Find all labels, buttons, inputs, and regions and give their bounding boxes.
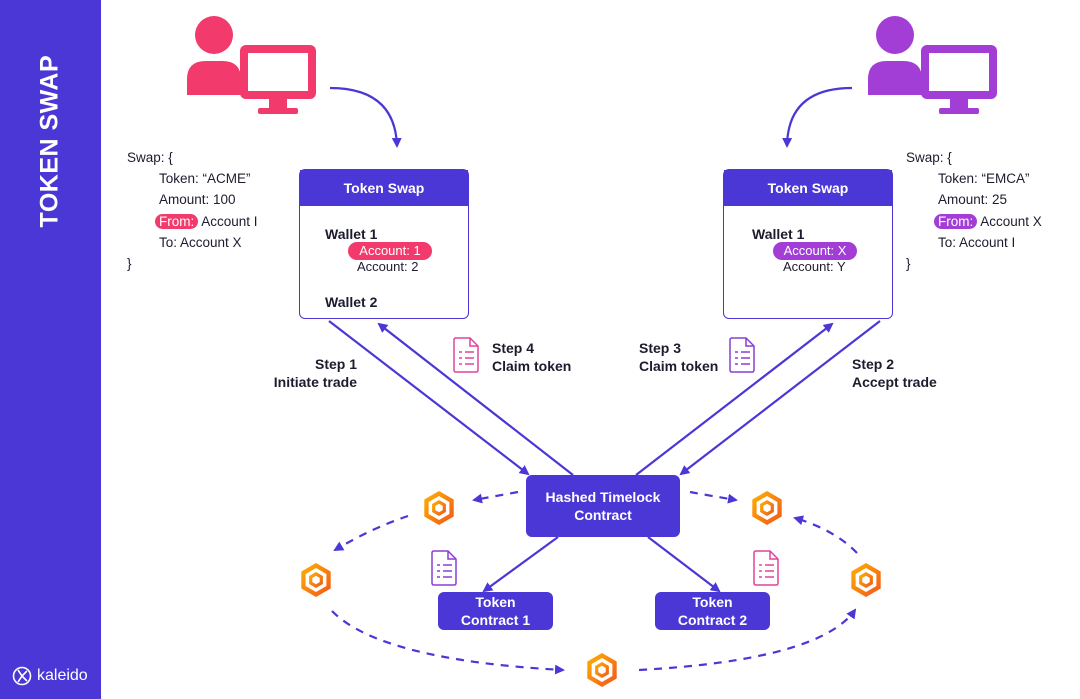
step3-arrow [635, 322, 834, 476]
from-value: Account I [198, 213, 258, 229]
account-option[interactable]: Account: 2 [357, 259, 419, 274]
user-computer-icon-purple [868, 16, 997, 114]
wallet-card-title: Token Swap [724, 170, 892, 206]
token-swap-wallet-left: Token Swap Wallet 1 Account: 1 Account: … [299, 169, 469, 319]
blockchain-node-icon [301, 563, 331, 597]
account-selected[interactable]: Account: 1 [348, 242, 432, 260]
token-contract-1: Token Contract 1 [438, 592, 553, 630]
htlc-to-contract1-arrow [482, 536, 559, 593]
document-icon [753, 550, 779, 586]
document-icon [431, 550, 457, 586]
user-computer-icon-pink [187, 16, 316, 114]
blockchain-node-icon [851, 563, 881, 597]
step-text: Initiate trade [273, 374, 357, 390]
swap-amount: Amount: 25 [938, 192, 1008, 208]
network-ring [331, 490, 858, 675]
swap-from: From: Account X [906, 211, 1042, 232]
token-contract-line1: Token [692, 594, 733, 610]
left-swap-code: Swap: { Token: “ACME” Amount: 100 From: … [127, 147, 258, 274]
step-number: Step 2 [852, 356, 895, 372]
swap-token: Token: “ACME” [159, 171, 251, 187]
step4-label: Step 4 Claim token [492, 339, 571, 375]
from-highlight: From: [934, 213, 978, 229]
step-number: Step 3 [639, 340, 682, 356]
step1-arrow [328, 320, 530, 476]
blockchain-node-icon [424, 491, 454, 525]
swap-open: Swap: { [127, 150, 173, 165]
document-icon [453, 337, 479, 373]
kaleido-logo-text: kaleido [37, 667, 88, 684]
step-number: Step 4 [492, 340, 535, 356]
kaleido-logo-icon [12, 666, 32, 686]
hashed-timelock-contract: Hashed Timelock Contract [526, 475, 680, 537]
from-highlight: From: [155, 213, 199, 229]
wallet-1-label: Wallet 1 [752, 226, 805, 242]
step2-arrow [679, 320, 881, 476]
user-to-wallet-arrow-right [782, 86, 853, 148]
htlc-line1: Hashed Timelock [545, 489, 661, 505]
swap-close: } [127, 256, 132, 272]
step-text: Accept trade [852, 374, 937, 390]
blockchain-node-icon [752, 491, 782, 525]
from-value: Account X [977, 213, 1042, 229]
htlc-line2: Contract [574, 507, 632, 523]
wallet-card-title: Token Swap [300, 170, 468, 206]
swap-close: } [906, 256, 911, 272]
step4-arrow [377, 322, 574, 476]
swap-from: From: Account I [127, 211, 258, 232]
token-contract-line2: Contract 2 [677, 612, 748, 628]
step-text: Claim token [492, 358, 572, 374]
blockchain-node-icon [587, 653, 617, 687]
step2-label: Step 2 Accept trade [852, 355, 937, 391]
swap-token: Token: “EMCA” [938, 171, 1030, 187]
user-to-wallet-arrow-left [329, 86, 402, 148]
swap-to: To: Account I [938, 234, 1016, 250]
token-contract-line2: Contract 1 [460, 612, 531, 628]
step3-label: Step 3 Claim token [639, 339, 718, 375]
token-swap-wallet-right: Token Swap Wallet 1 Account: X Account: … [723, 169, 893, 319]
account-selected[interactable]: Account: X [773, 242, 857, 260]
step-number: Step 1 [314, 356, 357, 372]
step1-label: Step 1 Initiate trade [266, 355, 357, 391]
document-icon [729, 337, 755, 373]
account-option[interactable]: Account: Y [783, 259, 846, 274]
wallet-1-label: Wallet 1 [325, 226, 378, 242]
right-swap-code: Swap: { Token: “EMCA” Amount: 25 From: A… [906, 147, 1042, 274]
token-contract-2: Token Contract 2 [655, 592, 770, 630]
htlc-to-contract2-arrow [647, 536, 721, 593]
wallet-2-label: Wallet 2 [325, 294, 378, 310]
swap-to: To: Account X [159, 234, 242, 250]
step-text: Claim token [639, 358, 719, 374]
swap-open: Swap: { [906, 150, 952, 165]
kaleido-logo: kaleido [12, 666, 88, 686]
swap-amount: Amount: 100 [159, 192, 236, 208]
sidebar: TOKEN SWAP kaleido [0, 0, 101, 699]
token-contract-line1: Token [475, 594, 516, 610]
